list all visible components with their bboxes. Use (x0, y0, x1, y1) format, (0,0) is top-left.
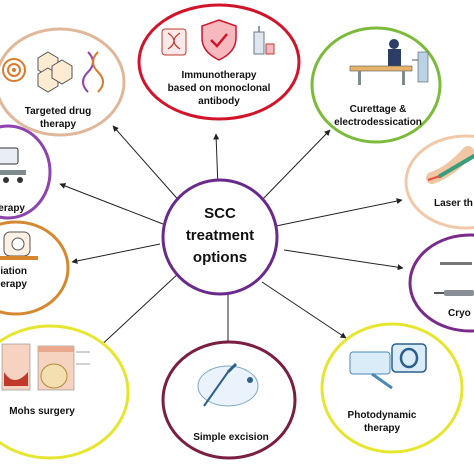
targeted-label-1: Targeted drug (25, 106, 91, 117)
laser-pen-icon (426, 146, 474, 184)
immunotherapy-label-3: antibody (198, 96, 240, 107)
curettage-label-2: electrodessication (334, 117, 422, 128)
node-photodynamic: Photodynamic therapy (320, 322, 464, 454)
arrow-curettage (259, 129, 331, 203)
center-label-3: options (193, 249, 247, 266)
node-cryo: Cryo (408, 233, 474, 333)
arrow-laser (275, 198, 403, 227)
node-center: SCC treatment options (161, 178, 279, 296)
node-curettage: Curettage & electrodessication (310, 26, 442, 144)
center-label-1: SCC (204, 205, 236, 222)
cryoprobe-icon (434, 262, 474, 296)
node-laser: Laser th (404, 134, 474, 230)
arrow-radiotherapy (59, 183, 164, 225)
radiotherapy-machine-icon (0, 147, 26, 183)
center-label-2: treatment (186, 227, 254, 244)
dna-shield-syringe-icon (161, 19, 275, 61)
node-radiotherapy: herapy (0, 124, 52, 220)
cryo-label-1: Cryo (448, 308, 471, 319)
immunotherapy-label-1: Immunotherapy (181, 70, 256, 81)
arrow-cryo (283, 249, 404, 271)
node-immunotherapy: Immunotherapy based on monoclonal antibo… (137, 3, 301, 121)
node-mohs: Mohs surgery (0, 324, 130, 460)
arrow-photodynamic (261, 281, 347, 339)
photodynamic-label-2: therapy (364, 423, 401, 434)
targeted-label-2: therapy (40, 119, 77, 130)
radiation-label-2: erapy (0, 279, 27, 290)
immunotherapy-label-2: based on monoclonal (168, 83, 271, 94)
mri-scanner-icon (0, 231, 38, 260)
node-radiation: iation erapy (0, 220, 70, 316)
light-lamp-icon (349, 343, 427, 390)
node-excision: Simple excision (161, 340, 297, 460)
radiotherapy-label-1: herapy (0, 203, 25, 214)
arrow-targeted (112, 125, 183, 205)
node-targeted: Targeted drug therapy (0, 27, 126, 137)
curettage-label-1: Curettage & (350, 104, 407, 115)
surgery-table-icon (349, 39, 429, 85)
laser-label-1: Laser th (434, 198, 473, 209)
skin-layers-icon (1, 343, 90, 391)
excision-label-1: Simple excision (193, 432, 269, 443)
scalpel-icon (197, 362, 259, 407)
photodynamic-label-1: Photodynamic (348, 410, 417, 421)
arrow-mohs (95, 271, 181, 351)
target-molecule-dna-icon (2, 51, 104, 93)
mohs-label-1: Mohs surgery (9, 406, 75, 417)
radiation-label-1: iation (0, 266, 27, 277)
arrows (59, 125, 404, 351)
arrow-radiation (71, 243, 161, 264)
